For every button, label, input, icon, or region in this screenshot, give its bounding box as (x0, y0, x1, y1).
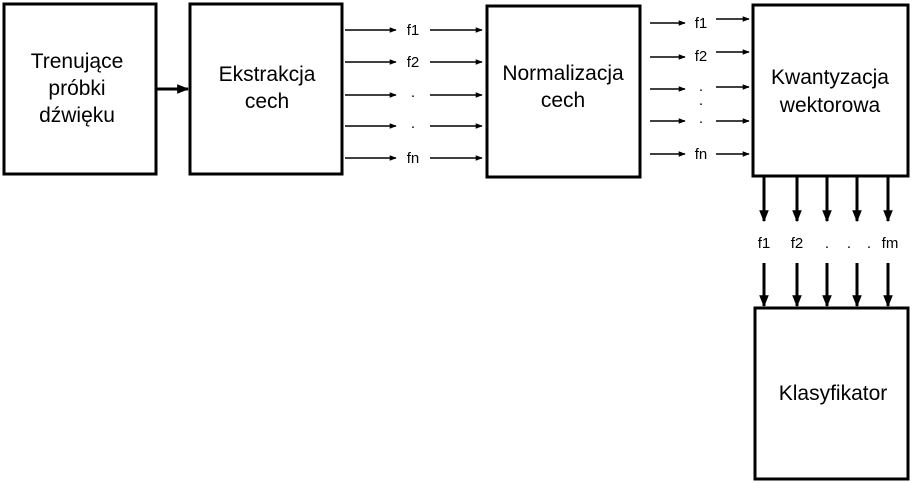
label-norm-dot2: . (699, 92, 703, 109)
feature-arrows-extraction: f1 f2 . . fn (345, 22, 483, 167)
box-classifier-line1: Klasyfikator (779, 382, 888, 405)
box-feature-extraction-line2: cech (245, 90, 289, 113)
label-ext-fn: fn (407, 150, 420, 167)
box-feature-extraction-line1: Ekstrakcja (219, 63, 316, 86)
label-norm-fn: fn (695, 146, 708, 163)
label-norm-dot1: . (699, 78, 703, 95)
box-feature-normalization: Normalizacja cech (485, 4, 642, 179)
label-q-dot3: . (867, 235, 871, 252)
label-ext-f2: f2 (407, 54, 420, 71)
label-q-f1: f1 (758, 235, 771, 252)
box-feature-extraction: Ekstrakcja cech (188, 2, 344, 176)
label-norm-f2: f2 (695, 48, 708, 65)
label-q-dot2: . (847, 235, 851, 252)
feature-labels-quantization: f1 f2 . . . fm (758, 235, 899, 252)
feature-arrows-normalization: f1 f2 . . . fn (650, 15, 750, 163)
box-training-samples: Trenujące próbki dźwięku (2, 2, 158, 176)
label-q-fm: fm (882, 235, 899, 252)
box-vector-quantization-line1: Kwantyzacja (771, 66, 889, 89)
label-norm-dot3: . (699, 110, 703, 127)
feature-arrows-quantization-bottom (759, 263, 893, 308)
label-q-dot1: . (825, 235, 829, 252)
box-vector-quantization: Kwantyzacja wektorowa (751, 3, 910, 178)
box-feature-normalization-line1: Normalizacja (502, 62, 624, 85)
box-classifier: Klasyfikator (753, 306, 910, 481)
label-ext-dot2: . (411, 115, 415, 132)
box-training-samples-line2: próbki (48, 77, 105, 100)
box-training-samples-line1: Trenujące (31, 50, 124, 73)
box-vector-quantization-line2: wektorowa (779, 94, 881, 117)
label-norm-f1: f1 (695, 15, 708, 32)
box-training-samples-line3: dźwięku (39, 104, 115, 127)
box-feature-normalization-line2: cech (541, 89, 585, 112)
label-q-f2: f2 (791, 235, 804, 252)
feature-arrows-quantization-top (759, 177, 893, 223)
label-ext-dot1: . (411, 84, 415, 101)
label-ext-f1: f1 (407, 22, 420, 39)
